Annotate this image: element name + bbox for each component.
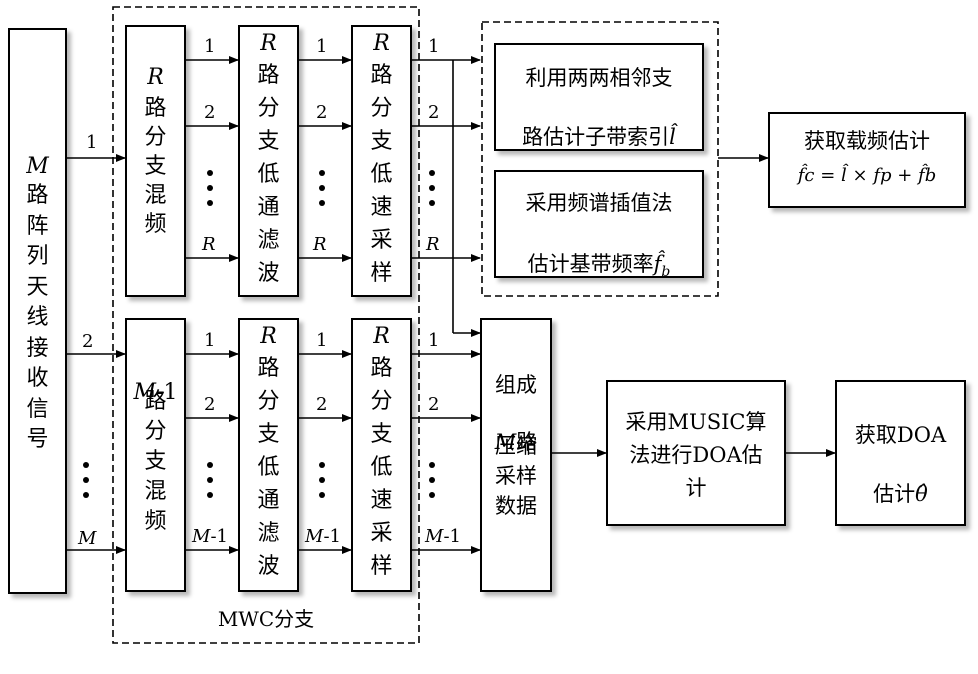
baseband-line2: 估计基带频率: [527, 252, 654, 277]
mixer-top-block: R 路 分 支 混 频: [125, 25, 186, 297]
adc-top-text: 路 分 支 低 速 采 样: [370, 63, 393, 286]
compose-rest: 压缩 采样 数据: [495, 434, 537, 518]
subband-line2-wrap: 路估计子带索引l̂: [496, 97, 702, 152]
lpf-top-block: R 路 分 支 低 通 滤 波: [238, 25, 299, 297]
label-top-lpf-1: 1: [316, 36, 328, 57]
music-algorithm-block: 采用MUSIC算 法进行DOA估 计: [606, 380, 786, 526]
label-bot-adc-M1-suffix: -1: [443, 526, 461, 547]
label-top-lpf-R: R: [313, 234, 327, 255]
subband-line1: 利用两两相邻支: [525, 66, 673, 90]
label-top-mix-1: 1: [204, 36, 216, 57]
dots-top-mix: [206, 170, 214, 215]
dots-top-lpf: [318, 170, 326, 215]
label-top-mix-2: 2: [204, 102, 216, 123]
lpf-bottom-text: 路 分 支 低 通 滤 波: [257, 356, 280, 579]
adc-top-var: R: [373, 31, 390, 56]
label-top-lpf-2: 2: [316, 102, 328, 123]
mixer-top-var: R: [147, 65, 164, 90]
adc-bottom-block: R 路 分 支 低 速 采 样: [351, 318, 412, 592]
carrier-line1: 获取载频估计: [804, 129, 930, 153]
dots-bot-mix: [206, 462, 214, 507]
carrier-estimate-block: 获取载频估计 f̂c = l̂ × fp + f̂b: [768, 112, 966, 208]
label-bot-mix-M1: M-1: [192, 528, 228, 546]
antenna-array-block: M 路 阵 列 天 线 接 收 信 号: [8, 28, 67, 594]
mixer-bottom-block: M-1 路 分 支 混 频: [125, 318, 186, 592]
compose-line2: 路: [516, 430, 538, 455]
lpf-top-text: 路 分 支 低 通 滤 波: [257, 63, 280, 286]
subband-index-block: 利用两两相邻支 路估计子带索引l̂: [494, 43, 704, 151]
mixer-top-text: 路 分 支 混 频: [144, 96, 167, 237]
compose-line2-wrap: M路: [482, 402, 550, 457]
dots-bot-lpf: [318, 462, 326, 507]
doa-line1: 获取DOA: [854, 423, 947, 447]
baseband-sub: b: [661, 264, 671, 281]
adc-bottom-var: R: [373, 324, 390, 349]
label-ant-1: 1: [86, 132, 98, 153]
baseband-frequency-block: 采用频谱插值法 估计基带频率f̂b: [494, 170, 704, 280]
label-top-mix-R: R: [202, 234, 216, 255]
subband-symbol: l̂: [669, 125, 676, 150]
label-ant-2: 2: [82, 331, 94, 352]
baseband-symbol: f̂: [653, 252, 662, 277]
label-bot-mix-M1-var: M: [192, 526, 211, 547]
carrier-formula: f̂c = l̂ × fp + f̂b: [797, 165, 937, 186]
adc-top-block: R 路 分 支 低 速 采 样: [351, 25, 412, 297]
antenna-text: 路 阵 列 天 线 接 收 信 号: [26, 183, 49, 452]
doa-line2: 估计: [873, 482, 916, 507]
doa-symbol: θ̂: [915, 482, 928, 507]
label-bot-lpf-M1: M-1: [305, 528, 341, 546]
label-bot-mix-M1-suffix: -1: [210, 526, 228, 547]
label-top-adc-2: 2: [428, 102, 440, 123]
mixer-bottom-suffix: -1: [156, 380, 178, 405]
label-bot-adc-M1-var: M: [425, 526, 444, 547]
frequency-estimation-region: [481, 21, 719, 297]
mixer-bottom-text: 路 分 支 混 频: [144, 389, 167, 534]
antenna-var: M: [26, 154, 49, 179]
label-bot-adc-M1: M-1: [425, 528, 461, 546]
label-bot-mix-1: 1: [204, 330, 216, 351]
label-bot-lpf-M1-var: M: [305, 526, 324, 547]
lpf-top-var: R: [260, 31, 277, 56]
compose-data-block: 组成 M路 压缩 采样 数据: [480, 318, 552, 592]
label-bot-mix-2: 2: [204, 394, 216, 415]
label-bot-adc-2: 2: [428, 394, 440, 415]
compose-line1: 组成: [495, 373, 537, 397]
adc-bottom-text: 路 分 支 低 速 采 样: [370, 356, 393, 579]
dots-bot-adc: [428, 462, 436, 507]
label-bot-adc-1: 1: [428, 330, 440, 351]
mixer-bottom-var: M: [133, 380, 157, 405]
dots-top-adc: [428, 170, 436, 215]
lpf-bottom-block: R 路 分 支 低 通 滤 波: [238, 318, 299, 592]
label-top-adc-1: 1: [428, 36, 440, 57]
label-ant-M: M: [78, 528, 97, 549]
baseband-line2-wrap: 估计基带频率f̂b: [496, 224, 702, 282]
music-text: 采用MUSIC算 法进行DOA估 计: [625, 410, 767, 500]
mixer-bottom-var-line: M-1: [127, 360, 184, 404]
mwc-branch-region: [112, 6, 420, 644]
compose-var: M: [494, 430, 517, 455]
subband-line2: 路估计子带索引: [522, 125, 670, 150]
label-bot-lpf-1: 1: [316, 330, 328, 351]
label-top-adc-R: R: [426, 234, 440, 255]
doa-estimate-block: 获取DOA 估计θ̂: [835, 380, 966, 526]
label-bot-lpf-M1-suffix: -1: [323, 526, 341, 547]
mwc-branch-label: MWC分支: [217, 607, 315, 631]
baseband-line1: 采用频谱插值法: [525, 191, 673, 215]
dots-ant: [82, 462, 90, 507]
label-bot-lpf-2: 2: [316, 394, 328, 415]
lpf-bottom-var: R: [260, 324, 277, 349]
doa-line2-wrap: 估计θ̂: [837, 454, 964, 509]
